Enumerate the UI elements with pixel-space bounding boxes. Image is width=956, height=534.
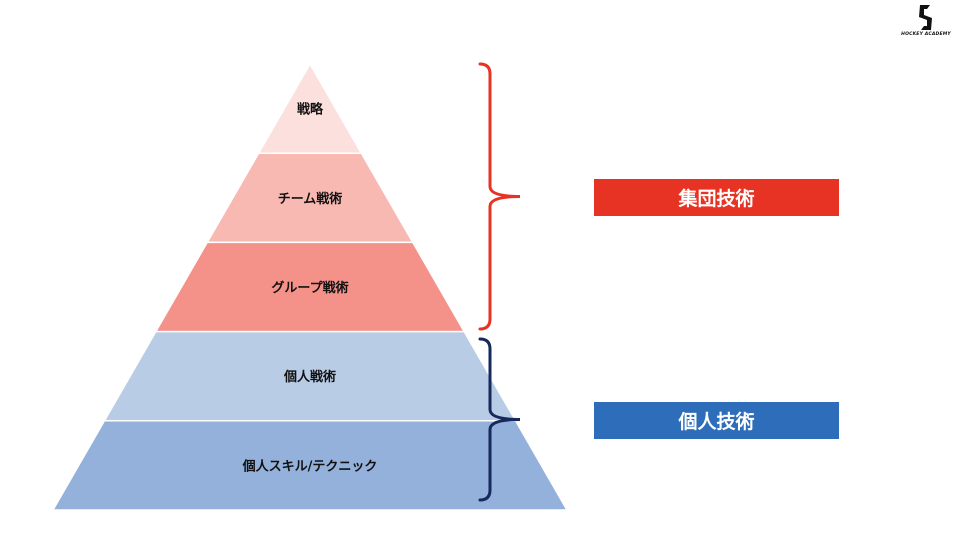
pyramid-level-individual-skills (51, 420, 569, 511)
pyramid-label-group-tactics: グループ戦術 (271, 280, 348, 296)
group-technique-text: 集団技術 (678, 188, 755, 210)
group-technique-label: 集団技術 (594, 179, 839, 216)
group-brace-red (478, 62, 521, 331)
logo-text: HOCKEY ACADEMY (901, 32, 951, 37)
individual-technique-text: 個人技術 (678, 411, 755, 433)
pyramid-label-individual-tactics: 個人戦術 (283, 369, 336, 385)
logo-s-icon (919, 5, 932, 30)
individual-brace-navy (478, 337, 521, 502)
pyramid-label-strategy: 戦略 (297, 102, 324, 118)
hockey-academy-logo: HOCKEY ACADEMY (896, 2, 956, 42)
pyramid-label-individual-skills: 個人スキル/テクニック (242, 458, 378, 474)
individual-technique-label: 個人技術 (594, 402, 839, 439)
pyramid-layers (51, 62, 569, 511)
pyramid-label-team-tactics: チーム戦術 (278, 191, 343, 207)
